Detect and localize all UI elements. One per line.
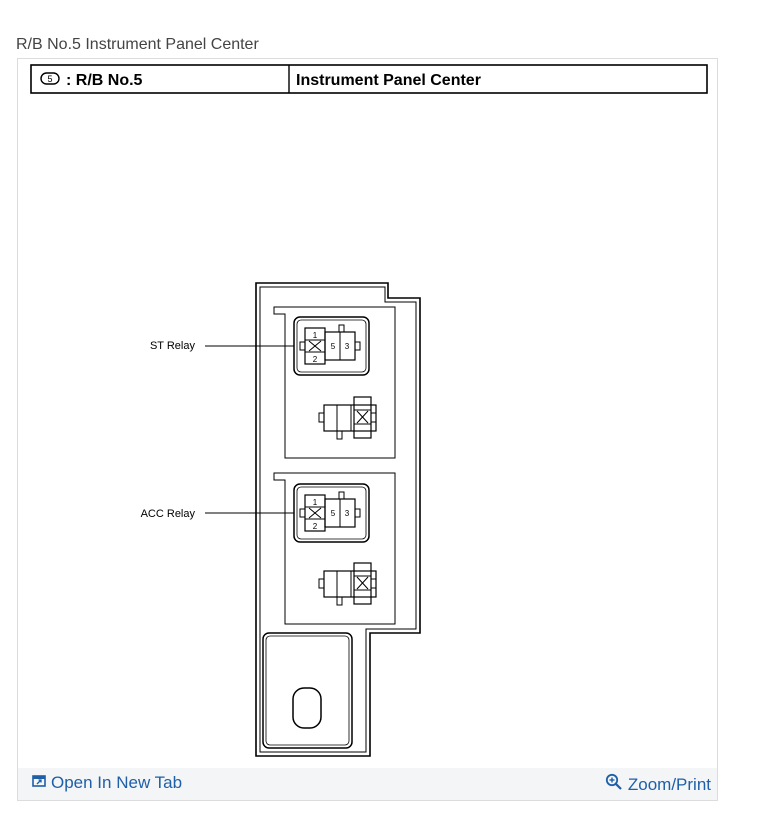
external-window-icon [32, 773, 46, 793]
st-relay-label: ST Relay [150, 340, 196, 352]
acc-relay-pin-3: 3 [345, 509, 350, 518]
relay-block-outline [255, 282, 421, 757]
acc-relay-pin-5: 5 [331, 509, 336, 518]
connector-number: 5 [47, 74, 52, 84]
page-caption: R/B No.5 Instrument Panel Center [16, 36, 259, 53]
acc-relay-lower-socket [318, 562, 377, 606]
open-in-new-tab-link[interactable]: Open In New Tab [32, 773, 182, 793]
zoom-print-label: Zoom/Print [627, 774, 711, 794]
st-relay-pin-3: 3 [345, 342, 350, 351]
connector-number-badge [40, 72, 60, 85]
acc-relay-label: ACC Relay [141, 508, 196, 520]
st-relay-pin-1: 1 [313, 331, 318, 340]
diagram-header: 5 : R/B No.5 Instrument Panel Center [30, 64, 708, 94]
diagram-frame [17, 58, 718, 801]
acc-relay-section: 1 2 5 3 [205, 472, 396, 625]
acc-relay-socket [299, 491, 361, 532]
zoom-in-icon [605, 773, 623, 796]
st-relay-pin-5: 5 [331, 342, 336, 351]
st-relay-socket [299, 324, 361, 365]
st-relay-section: 1 2 5 3 [205, 306, 396, 459]
header-right-title: Instrument Panel Center [296, 72, 481, 89]
block-lower-housing [262, 632, 353, 749]
zoom-print-link[interactable]: Zoom/Print [605, 773, 711, 796]
header-left-title: : R/B No.5 [66, 72, 143, 89]
acc-relay-pin-1: 1 [313, 498, 318, 507]
open-in-new-tab-label: Open In New Tab [51, 773, 183, 792]
acc-relay-pin-2: 2 [313, 522, 318, 531]
mounting-slot [292, 687, 322, 729]
st-relay-pin-2: 2 [313, 355, 318, 364]
viewer-footer: Open In New Tab Zoom/Print [18, 768, 717, 800]
st-relay-lower-socket [318, 396, 377, 440]
